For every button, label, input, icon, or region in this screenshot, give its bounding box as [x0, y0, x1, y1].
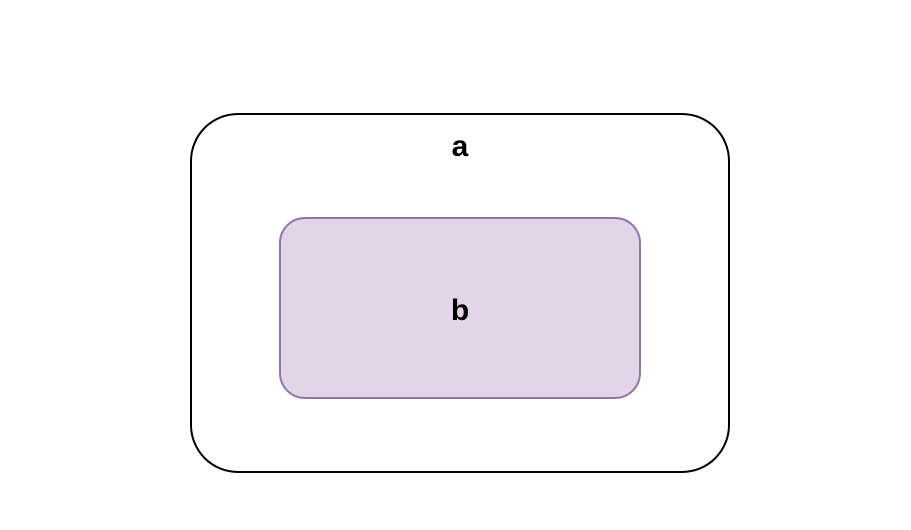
container-a-label: a	[451, 130, 469, 163]
node-b-label: b	[450, 294, 470, 327]
node-b-box	[279, 217, 641, 399]
